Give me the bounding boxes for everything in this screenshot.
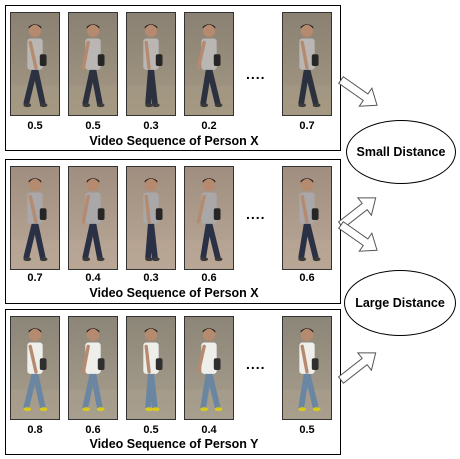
score-1: 0.5 <box>27 120 43 132</box>
frame-4 <box>184 316 234 420</box>
frame-3 <box>126 316 176 420</box>
sequence-panel-2: .... 0.7 0.4 0.3 0.6 0.6 Video Sequence … <box>5 159 341 304</box>
frame-2 <box>68 12 118 116</box>
score-3: 0.3 <box>143 120 159 132</box>
frame-4 <box>184 12 234 116</box>
score-1: 0.7 <box>27 272 43 284</box>
panel-caption: Video Sequence of Person X <box>89 286 259 300</box>
frame-1 <box>10 166 60 270</box>
large-distance-label: Large Distance <box>355 296 445 310</box>
panel-caption: Video Sequence of Person X <box>89 134 259 148</box>
score-3: 0.5 <box>143 424 159 436</box>
score-3: 0.3 <box>143 272 159 284</box>
frame-1 <box>10 12 60 116</box>
ellipsis: .... <box>246 356 266 372</box>
arrow-panel2-to-large <box>338 221 378 252</box>
score-2: 0.4 <box>85 272 101 284</box>
score-5: 0.7 <box>299 120 315 132</box>
frame-1 <box>10 316 60 420</box>
score-4: 0.4 <box>201 424 217 436</box>
frame-5 <box>282 166 332 270</box>
large-distance-ellipse: Large Distance <box>344 270 456 336</box>
sequence-panel-3: .... 0.8 0.6 0.5 0.4 0.5 Video Sequence … <box>5 309 341 455</box>
score-4: 0.6 <box>201 272 217 284</box>
ellipsis: .... <box>246 206 266 222</box>
frame-3 <box>126 12 176 116</box>
score-1: 0.8 <box>27 424 43 436</box>
frame-3 <box>126 166 176 270</box>
score-5: 0.5 <box>299 424 315 436</box>
frame-2 <box>68 316 118 420</box>
sequence-panel-1: .... 0.5 0.5 0.3 0.2 0.7 Video Sequence … <box>5 5 341 151</box>
score-2: 0.6 <box>85 424 101 436</box>
ellipsis: .... <box>246 66 266 82</box>
arrow-panel1-to-small <box>338 76 378 107</box>
panel-caption: Video Sequence of Person Y <box>89 437 259 451</box>
frame-2 <box>68 166 118 270</box>
score-2: 0.5 <box>85 120 101 132</box>
arrow-panel3-to-large <box>337 352 377 384</box>
frame-5 <box>282 12 332 116</box>
frame-4 <box>184 166 234 270</box>
small-distance-label: Small Distance <box>356 145 446 159</box>
small-distance-ellipse: Small Distance <box>346 120 456 184</box>
score-4: 0.2 <box>201 120 217 132</box>
score-5: 0.6 <box>299 272 315 284</box>
frame-5 <box>282 316 332 420</box>
